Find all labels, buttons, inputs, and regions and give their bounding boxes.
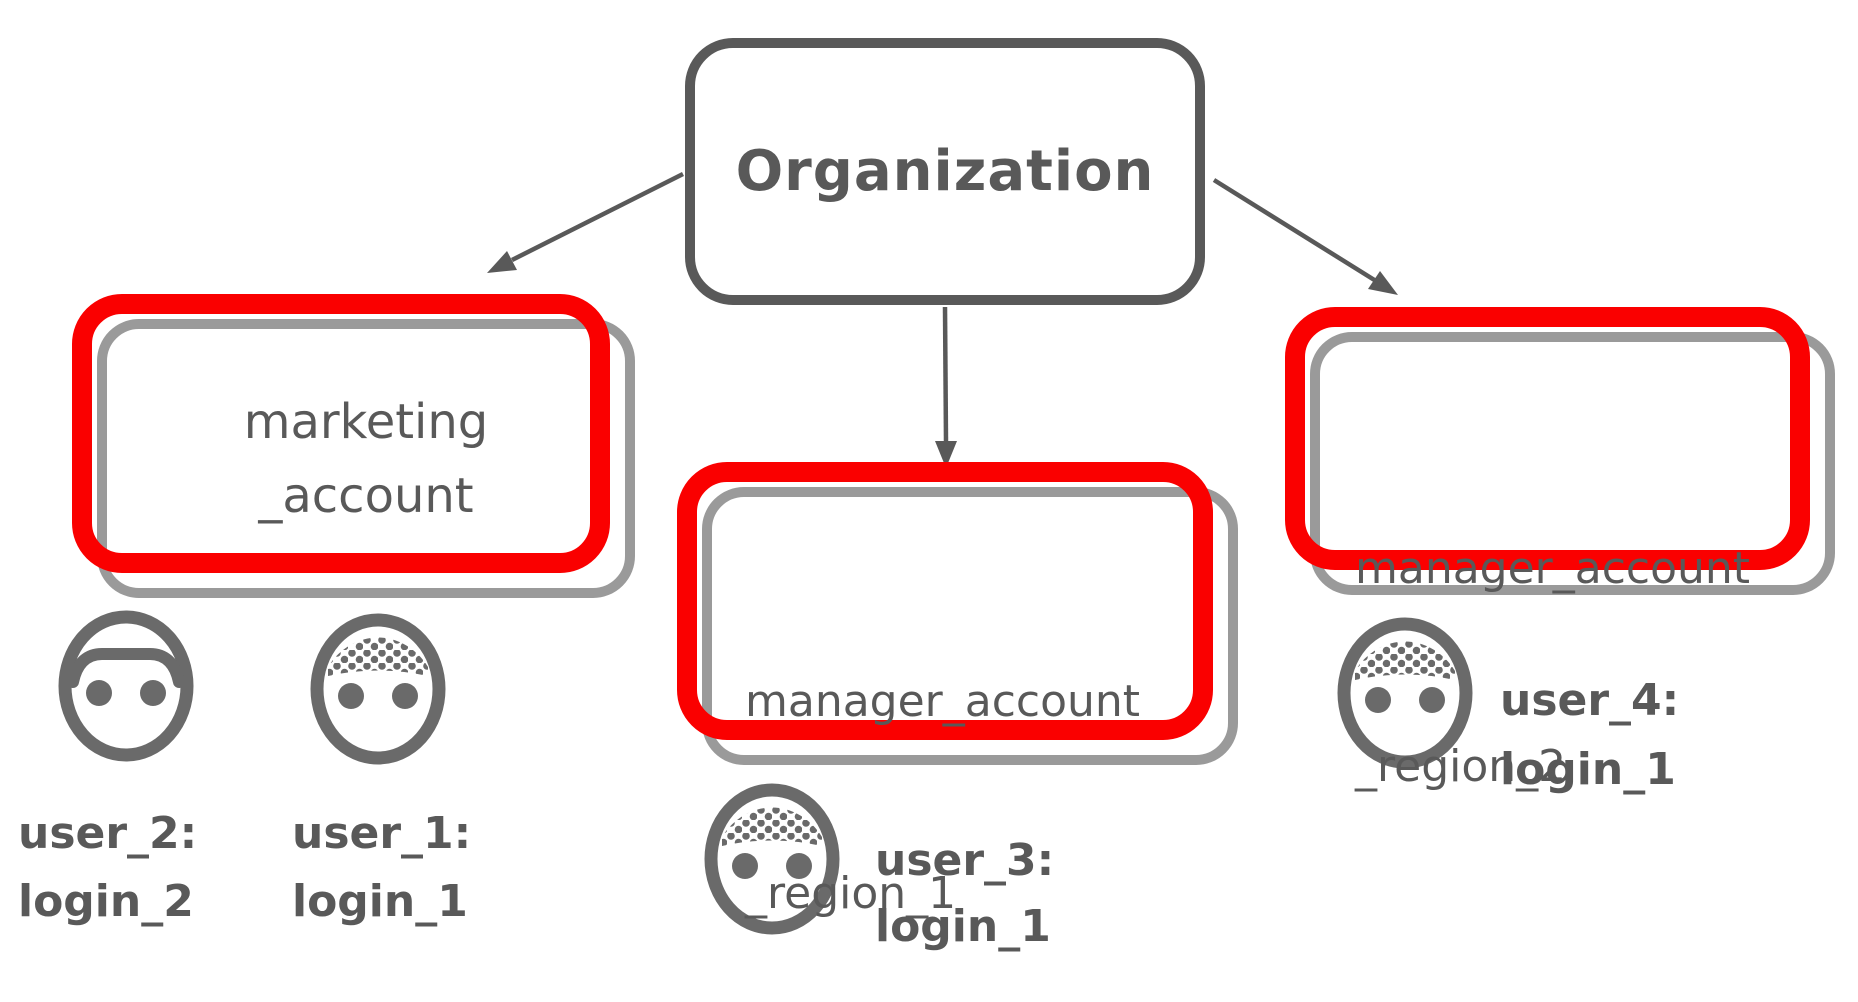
manager-account-region-1-label-line2: _region_1 bbox=[745, 868, 957, 919]
face-parted-hair-icon bbox=[58, 610, 194, 762]
user-2-name: user_2: bbox=[18, 808, 198, 859]
marketing-account-label-line2: _account bbox=[258, 467, 474, 524]
user-4-label: user_4: login_1 bbox=[1500, 666, 1679, 804]
manager-account-region-1-box bbox=[702, 487, 1238, 765]
manager-account-region-2-label-line1: manager_account bbox=[1355, 543, 1751, 594]
organization-label: Organization bbox=[735, 139, 1155, 204]
marketing-account-label-line1: marketing bbox=[243, 393, 489, 450]
manager-account-region-1-label-line1: manager_account bbox=[745, 676, 1141, 727]
manager-account-region-1-label: manager_account _region_1 bbox=[745, 542, 1140, 1002]
manager-account-region-2-highlight bbox=[1285, 307, 1810, 570]
user-4-name: user_4: bbox=[1500, 675, 1680, 726]
user-2-label: user_2: login_2 bbox=[18, 800, 197, 936]
manager-account-region-2-label: manager_account _region_2 bbox=[1355, 404, 1750, 932]
organization-node: Organization bbox=[685, 38, 1205, 305]
face-dotted-hair-icon bbox=[310, 613, 446, 765]
user-3-name: user_3: bbox=[875, 835, 1055, 886]
face-dotted-hair-icon bbox=[704, 783, 840, 935]
marketing-account-highlight bbox=[72, 294, 610, 573]
user-3-login: login_1 bbox=[875, 901, 1051, 952]
arrow-to-marketing-account bbox=[487, 171, 685, 273]
user-2-login: login_2 bbox=[18, 876, 194, 927]
manager-account-region-1-highlight bbox=[677, 462, 1213, 740]
user-3-label: user_3: login_1 bbox=[875, 828, 1054, 960]
marketing-account-label: marketing _account bbox=[97, 319, 635, 598]
user-1-name: user_1: bbox=[292, 808, 472, 859]
user-1-label: user_1: login_1 bbox=[292, 800, 471, 936]
face-dotted-hair-icon bbox=[1337, 617, 1473, 769]
user-4-login: login_1 bbox=[1500, 744, 1676, 795]
arrow-to-manager-account-region-1 bbox=[935, 306, 957, 468]
manager-account-region-2-label-line2: _region_2 bbox=[1355, 741, 1567, 792]
marketing-account-box bbox=[97, 319, 635, 598]
user-1-login: login_1 bbox=[292, 876, 468, 927]
arrow-to-manager-account-region-2 bbox=[1212, 178, 1398, 295]
